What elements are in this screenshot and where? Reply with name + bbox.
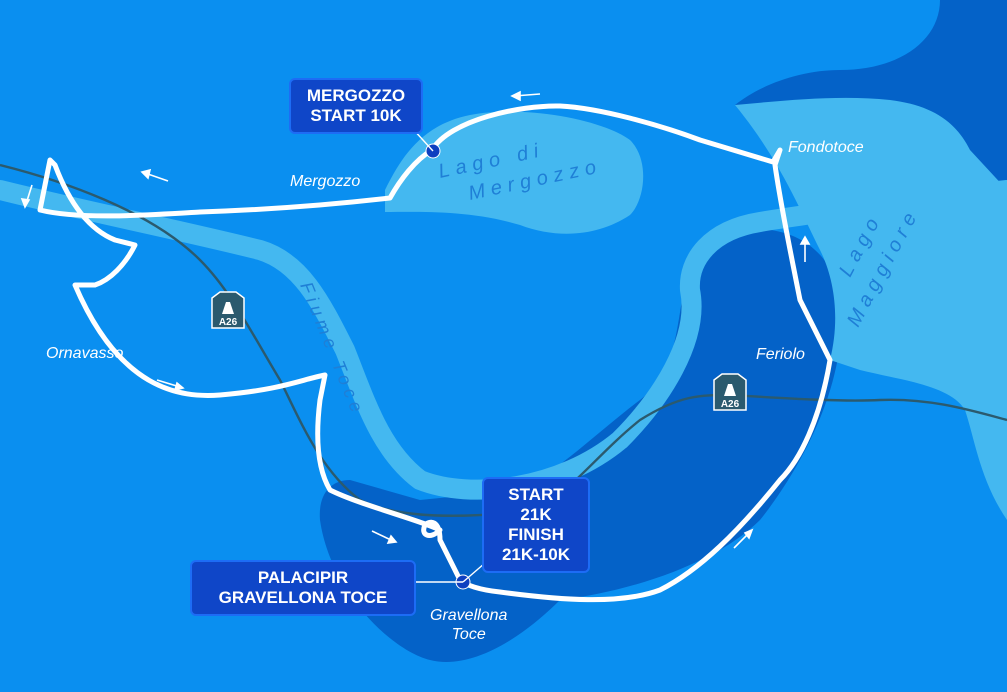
place-label-feriolo: Feriolo <box>756 346 805 363</box>
direction-arrow-icon <box>799 235 811 262</box>
fiume-toce-label: Fiume Toce <box>296 279 368 419</box>
start-finish-line2: 21K <box>520 505 552 524</box>
palacipir-callout: PALACIPIR GRAVELLONA TOCE <box>190 560 416 616</box>
direction-arrow-icon <box>156 379 185 392</box>
lago-di-mergozzo <box>385 111 644 234</box>
start-finish-line1: START <box>508 485 564 504</box>
direction-arrow-icon <box>140 168 169 182</box>
race-route <box>37 103 833 603</box>
start-finish-line4: 21K-10K <box>501 545 571 564</box>
place-label-gravellona-toce: Gravellona Toce <box>430 607 508 643</box>
motorway-shield-icon: A26 <box>211 291 245 329</box>
start-callout-line <box>462 562 486 583</box>
direction-arrow-icon <box>733 528 754 549</box>
palacipir-line1: PALACIPIR <box>257 568 349 587</box>
place-label-ornavasso: Ornavasso <box>46 345 124 362</box>
place-label-fondotoce: Fondotoce <box>788 139 864 156</box>
start-finish-callout: START 21K FINISH 21K-10K <box>482 477 590 573</box>
palacipir-line2: GRAVELLONA TOCE <box>218 588 388 607</box>
motorway-label: A26 <box>721 399 740 410</box>
motorway-a26 <box>0 163 1007 517</box>
motorway-label: A26 <box>219 317 238 328</box>
direction-arrow-icon <box>20 184 33 209</box>
direction-arrow-icon <box>371 530 398 544</box>
mergozzo-start-callout: MERGOZZO START 10K <box>289 78 423 134</box>
place-label-mergozzo: Mergozzo <box>290 173 361 190</box>
mergozzo-start-line2: START 10K <box>310 106 402 125</box>
motorway-shield-icon: A26 <box>713 373 747 411</box>
start-finish-line3: FINISH <box>508 525 564 544</box>
direction-arrow-icon <box>510 90 541 102</box>
mergozzo-start-line1: MERGOZZO <box>306 86 406 105</box>
